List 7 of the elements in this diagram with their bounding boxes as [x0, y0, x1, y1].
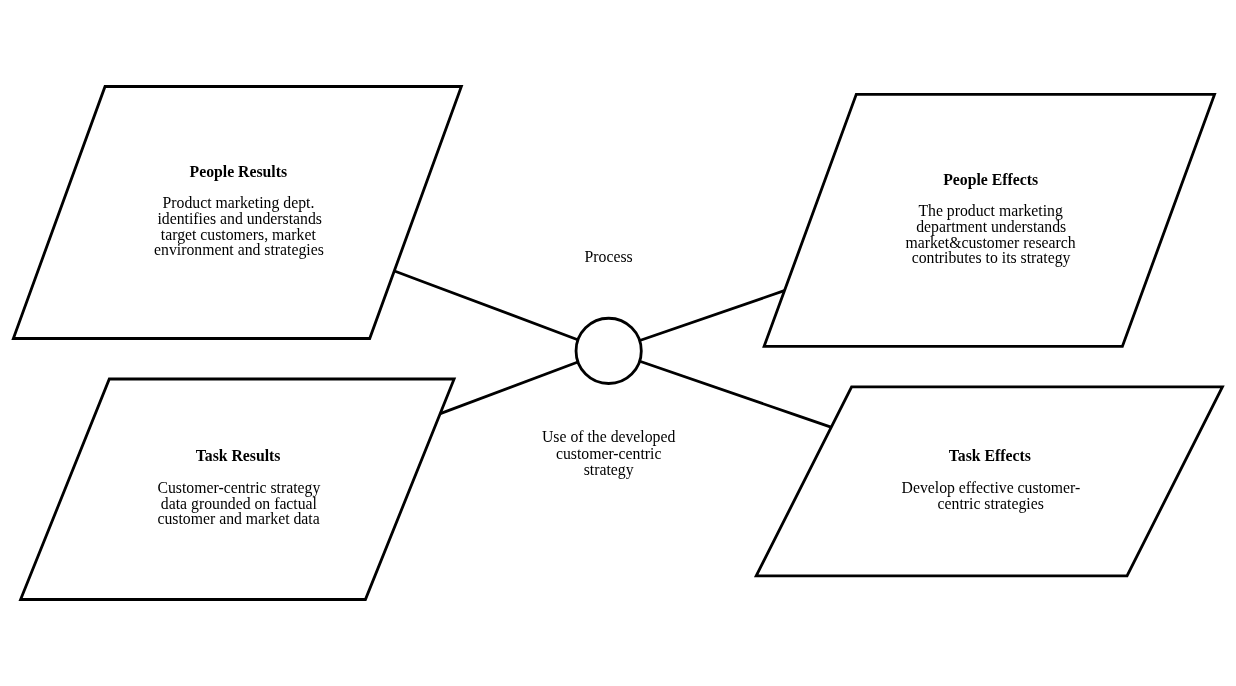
connector	[393, 269, 579, 341]
label: Use of the developed customer-centric strategy	[541, 427, 676, 479]
connector	[439, 360, 579, 415]
node-circle	[574, 316, 643, 385]
connector	[639, 289, 785, 342]
label: Process	[584, 247, 633, 265]
connector	[639, 359, 832, 429]
